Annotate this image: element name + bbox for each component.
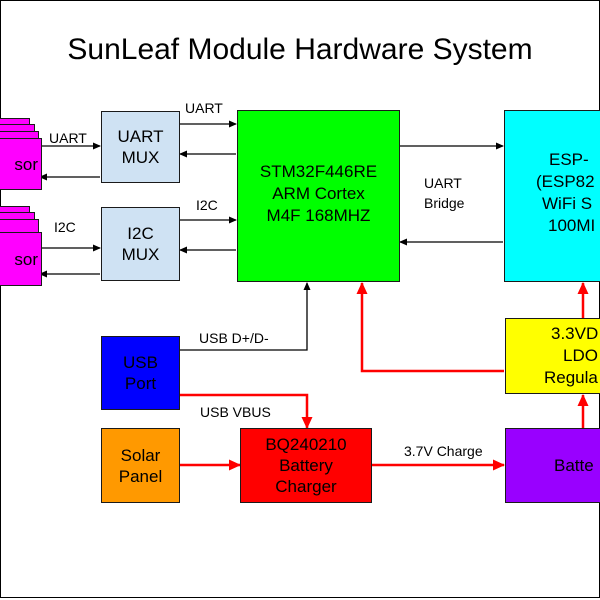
label-i2c-sensor: I2C	[54, 219, 76, 235]
label-charge: 3.7V Charge	[404, 443, 483, 459]
i2c-mux-block: I2C MUX	[101, 207, 180, 281]
label-uart-bridge-line2: Bridge	[424, 195, 465, 211]
solar-panel-block: Solar Panel	[101, 428, 180, 503]
label-uart-sensor: UART	[49, 130, 87, 146]
wire-usb-vbus-to-charger	[180, 393, 313, 429]
diagram-title: SunLeaf Module Hardware System	[67, 33, 533, 66]
wire-ldo-to-mcu	[356, 282, 504, 373]
mcu-block: STM32F446RE ARM Cortex M4F 168MHZ	[237, 110, 400, 282]
sensor-block-uart: sor	[0, 138, 42, 190]
usb-port-block: USB Port	[101, 336, 180, 410]
label-i2c-top: I2C	[196, 197, 218, 213]
label-usb-data: USB D+/D-	[199, 330, 269, 346]
wifi-module-block: ESP- (ESP82 WiFi S 100MI	[504, 110, 600, 282]
wire-usb-data-to-mcu	[180, 282, 311, 351]
label-uart-bridge-line1: UART	[424, 175, 462, 191]
battery-charger-block: BQ240210 Battery Charger	[240, 428, 372, 503]
ldo-regulator-block: 3.3VD LDO Regula	[505, 318, 600, 394]
battery-block: Batte	[505, 428, 600, 503]
sensor-block-i2c: sor	[0, 232, 42, 286]
label-usb-vbus: USB VBUS	[200, 404, 271, 420]
label-uart-top: UART	[185, 100, 223, 116]
uart-mux-block: UART MUX	[101, 111, 180, 183]
